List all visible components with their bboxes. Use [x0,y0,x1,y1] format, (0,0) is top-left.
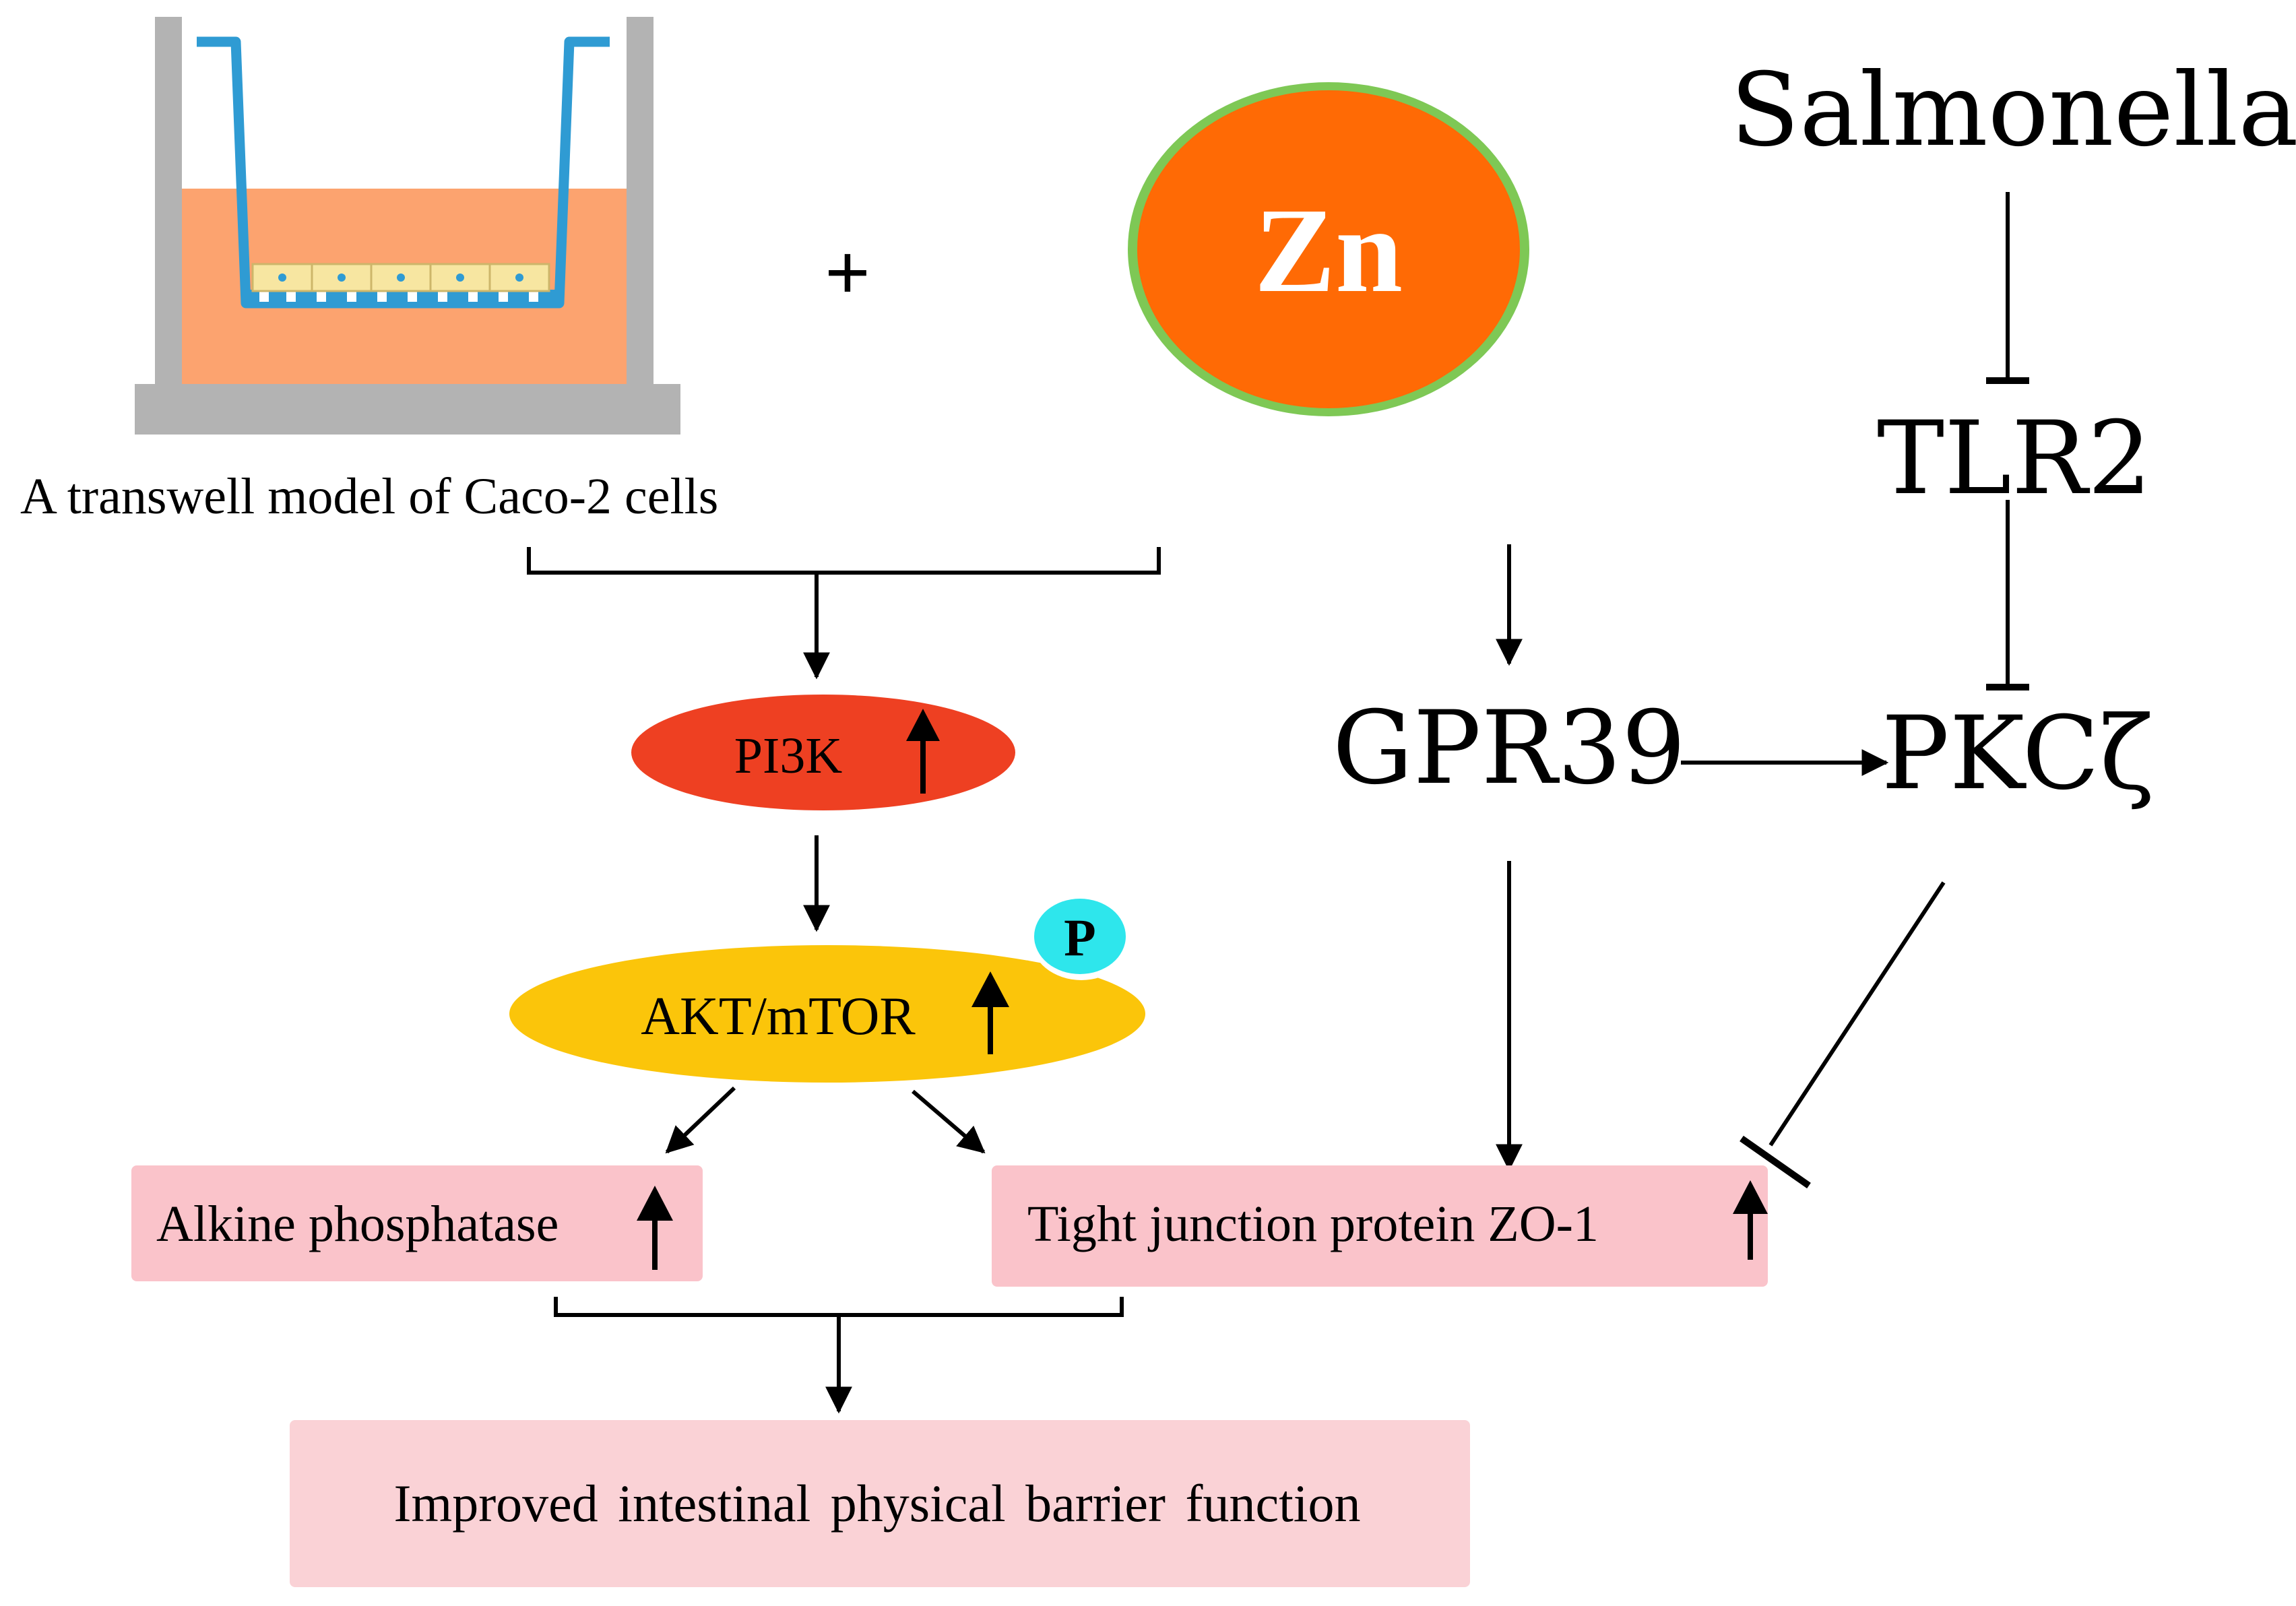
phosphate-badge: P [1031,897,1132,980]
phosphate-label: P [1064,908,1096,967]
zinc-label: Zn [1254,183,1403,317]
zinc-ion: Zn [1128,82,1529,416]
plus-sign: + [825,228,870,317]
zinc-body [1137,90,1520,408]
arrow-akt-to-alp [665,1086,736,1154]
transwell-illustration: A transwell model of Caco-2 cells [20,17,718,525]
tight-junction-zo1-label: Tight junction protein ZO-1 [1027,1196,1599,1252]
akt-up-arrow-icon [971,971,1009,1054]
well-base [135,384,680,435]
tight-junction-zo1-box: Tight junction protein ZO-1 [992,1165,1768,1287]
arrow-akt-to-zo1 [912,1089,986,1154]
akt-mtor-node: AKT/mTOR P [509,897,1145,1083]
transwell-caption: A transwell model of Caco-2 cells [20,468,718,525]
pkc-zeta-label: PKCζ [1881,695,2154,812]
join-bracket-top [527,547,1161,575]
pi3k-up-arrow-icon [906,709,940,794]
well-left-wall [155,17,182,391]
tlr2-label: TLR2 [1877,400,2152,517]
outcome-box: Improved intestinal physical barrier fun… [290,1420,1470,1587]
alkaline-phosphatase-label: Alkine phosphatase [156,1196,559,1252]
alkaline-phosphatase-box: Alkine phosphatase [131,1165,703,1281]
pi3k-label: PI3K [734,728,843,784]
zo1-up-arrow-icon [1733,1180,1768,1260]
akt-mtor-label: AKT/mTOR [641,987,916,1046]
outcome-label: Improved intestinal physical barrier fun… [394,1474,1361,1533]
pkc-inhibits-zo1 [1740,881,1946,1189]
pi3k-node: PI3K [631,695,1015,810]
tlr2-inhibits-pkc [1986,500,2029,690]
membrane-pores [259,291,538,302]
salmonella-inhibits-tlr2 [1986,192,2029,384]
caco2-cell-monolayer [251,263,550,292]
salmonella-label: Salmonella [1730,52,2296,169]
alp-up-arrow-icon [637,1186,673,1270]
well-right-wall [627,17,653,391]
gpr39-label: GPR39 [1333,690,1686,807]
join-bracket-bottom [554,1297,1124,1317]
